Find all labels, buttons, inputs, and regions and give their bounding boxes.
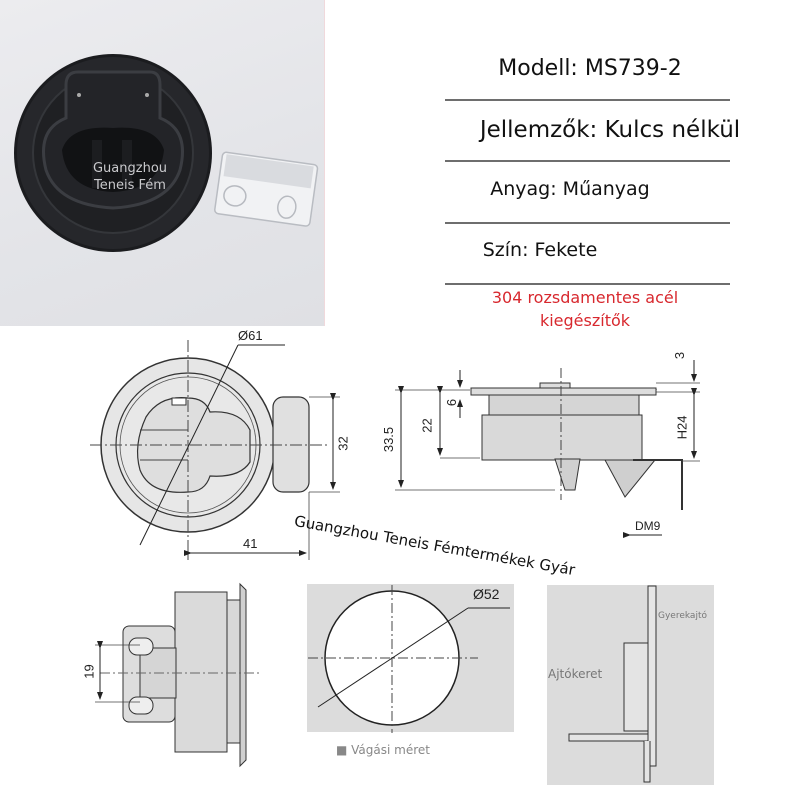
latch-photo-illustration [14,54,319,252]
cutout-caption: ■ Vágási méret [336,743,430,757]
width-41-label: 41 [243,536,258,551]
height-32-label: 32 [335,436,351,451]
cutout-view [307,584,514,733]
divider [445,160,730,162]
divider [445,283,730,285]
bottom-view [95,582,260,768]
spec-material: Anyag: Műanyag [490,178,650,200]
photo-watermark: Guangzhou Teneis Fém [92,161,168,193]
divider [445,99,730,101]
product-photo: Guangzhou Teneis Fém [0,0,325,326]
spec-accessories: 304 rozsdamentes acél kiegészítők [491,288,679,330]
installation-view [547,585,714,785]
top-offset-label: 6 [444,398,460,407]
diameter-61-label: Ø61 [238,328,263,343]
spec-features: Jellemzők: Kulcs nélkül [479,117,741,143]
cutout-diameter-label: Ø52 [473,586,500,602]
child-door-label: Gyerekajtó [658,611,707,621]
total-height-label: 33.5 [381,426,397,453]
view-dm9-label: DM9 [635,519,661,533]
hole-spacing-label: 19 [81,664,97,679]
spec-model: Modell: MS739-2 [498,56,682,81]
body-height-label: 22 [419,418,435,433]
h24-label: H24 [674,415,690,440]
door-frame-label: Ajtókeret [548,667,603,681]
divider [445,222,730,224]
flange-label: 3 [672,351,688,360]
side-view [395,360,700,538]
front-view [90,340,340,560]
spec-color: Szín: Fekete [482,239,598,261]
